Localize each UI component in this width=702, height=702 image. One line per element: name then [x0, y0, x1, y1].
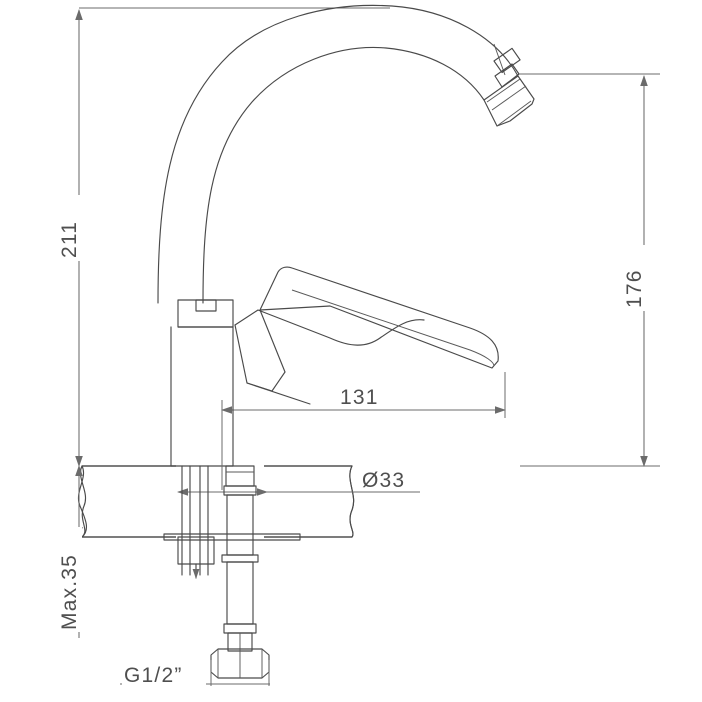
supply-hose — [221, 465, 259, 652]
dimension-supply-thread: G1/2” — [120, 660, 270, 688]
dimension-label-176: 176 — [623, 269, 646, 308]
mixer-body — [170, 326, 234, 467]
dimension-mounting-hole: Ø33 — [177, 469, 420, 496]
dimension-deck-thickness: Max.35 — [56, 465, 83, 638]
mounting-shank — [177, 465, 215, 579]
dimension-label-max35: Max.35 — [58, 554, 81, 630]
spout-collar-cap — [177, 299, 234, 328]
dimension-spout-height: 176 — [520, 73, 660, 467]
deck-hole-cutout — [176, 464, 264, 540]
dimension-overall-height: 211 — [56, 7, 390, 467]
spout-body — [157, 4, 519, 304]
lever-handle — [234, 266, 499, 405]
dimension-label-g12: G1/2” — [124, 664, 183, 687]
dimension-label-211: 211 — [58, 221, 81, 258]
washer-plate — [163, 533, 301, 541]
dimension-label-d33: Ø33 — [362, 469, 405, 492]
dimension-label-131: 131 — [340, 386, 379, 409]
